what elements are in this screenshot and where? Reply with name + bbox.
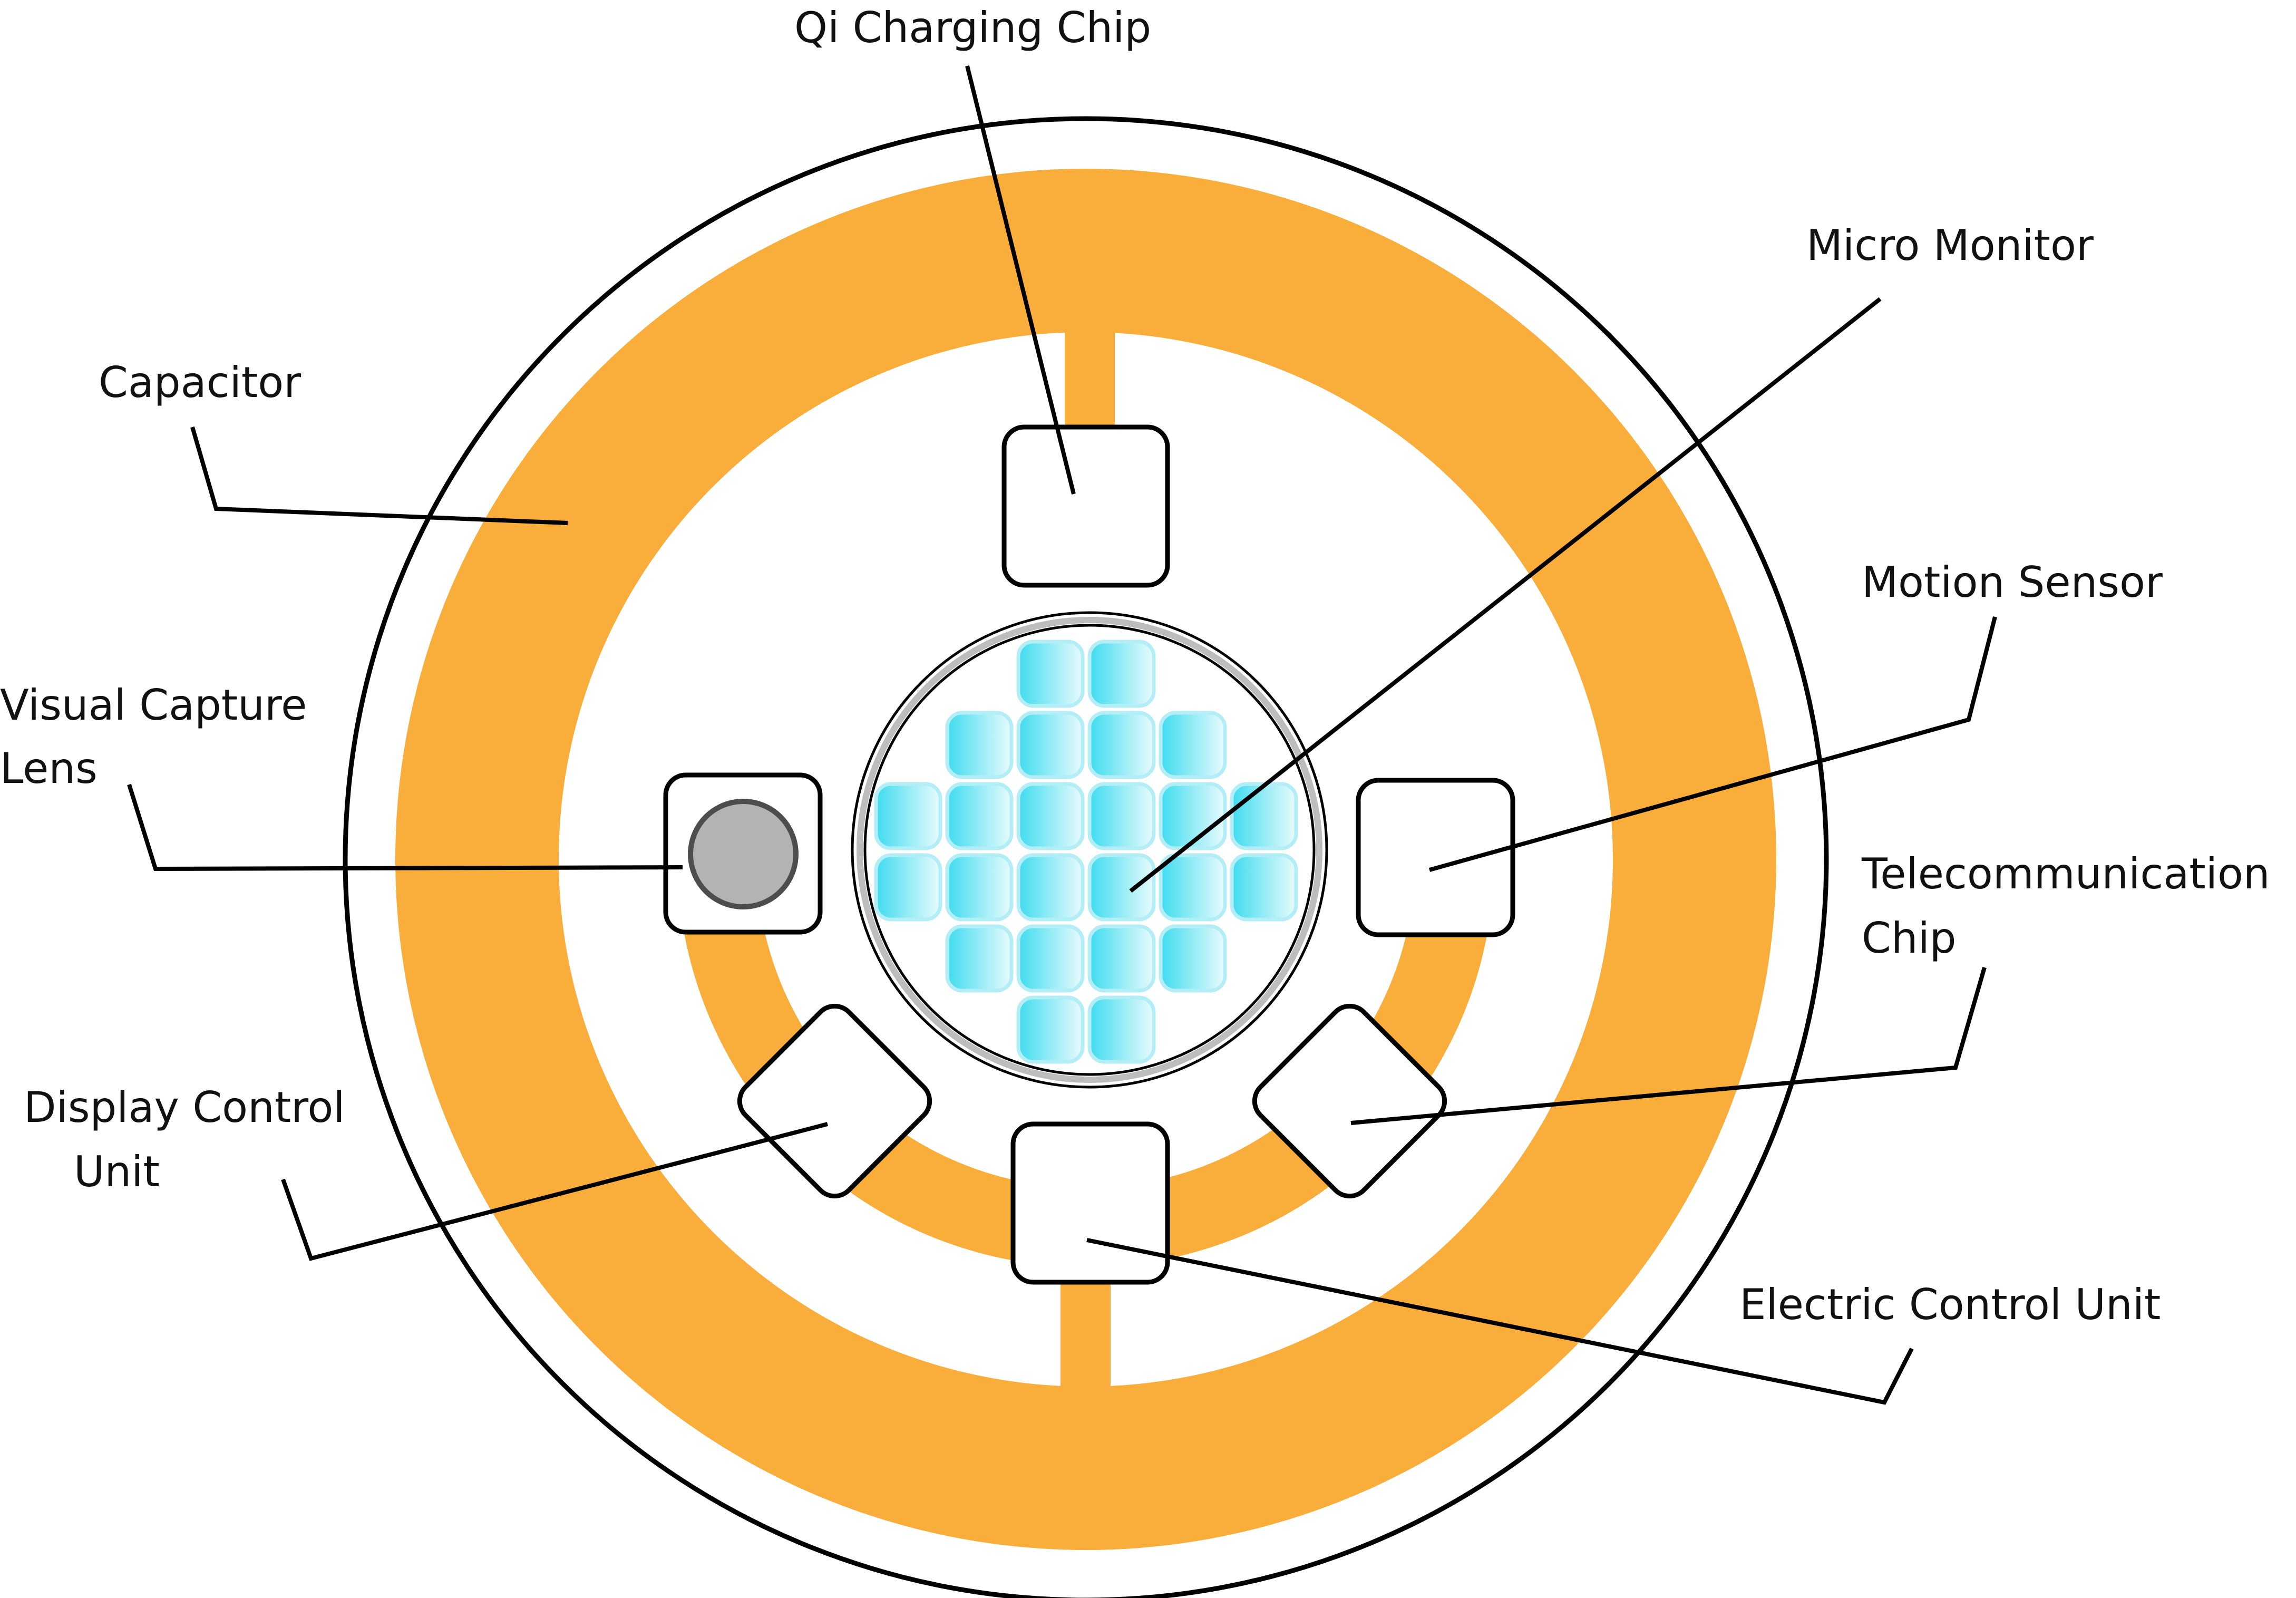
monitor-pixel-cell — [1016, 711, 1085, 779]
telecommunication-chip-label-line-1: Telecommunication — [1861, 849, 2270, 898]
visual-capture-lens-leader — [127, 783, 683, 871]
monitor-pixel-cell — [1087, 924, 1156, 993]
micro-monitor — [851, 611, 1328, 1089]
micro-monitor-label: Micro Monitor — [1806, 221, 2094, 270]
monitor-pixel-cell — [1016, 853, 1085, 922]
electric-control-unit-box — [1010, 1121, 1170, 1285]
monitor-pixel-cell — [1159, 782, 1227, 850]
monitor-pixel-cell — [945, 711, 1014, 779]
monitor-pixel-cell — [1087, 782, 1156, 850]
top-connector — [1065, 330, 1115, 435]
telecommunication-chip-box — [1252, 1003, 1447, 1199]
monitor-pixel-cell — [1230, 782, 1298, 850]
monitor-pixel-cell — [1159, 924, 1227, 993]
monitor-pixel-cell — [1087, 995, 1156, 1064]
qi-charging-chip-leader — [965, 65, 1076, 495]
display-control-unit-box — [737, 1003, 932, 1199]
micro-monitor-rim-inner — [857, 617, 1322, 1083]
display-control-unit-label-line-1: Display Control — [24, 1083, 345, 1132]
visual-capture-lens-label-line-1: Visual Capture — [0, 681, 307, 730]
monitor-pixel-cell — [874, 853, 942, 922]
motion-sensor-box — [1356, 778, 1515, 937]
motion-sensor-leader — [1428, 616, 1997, 872]
visual-capture-lens-icon — [688, 799, 799, 909]
display-control-unit-label-line-2: Unit — [74, 1147, 160, 1196]
capacitor-leader — [190, 426, 568, 525]
display-control-unit-leader — [281, 1122, 829, 1261]
monitor-pixel-cell — [1159, 853, 1227, 922]
monitor-pixel-cell — [945, 782, 1014, 850]
bottom-connector — [1061, 1276, 1111, 1392]
micro-monitor-leader — [1129, 297, 1882, 893]
monitor-pixel-cell — [1016, 640, 1085, 708]
electric-control-unit-label: Electric Control Unit — [1739, 1280, 2161, 1329]
motion-sensor-label: Motion Sensor — [1862, 558, 2163, 607]
micro-monitor-pixel-grid — [874, 640, 1298, 1064]
qi-charging-chip-box — [1001, 424, 1170, 588]
telecommunication-chip-leader — [1350, 966, 1987, 1125]
monitor-pixel-cell — [945, 853, 1014, 922]
monitor-pixel-cell — [945, 924, 1014, 993]
qi-charging-chip-label: Qi Charging Chip — [794, 3, 1151, 52]
monitor-pixel-cell — [1087, 711, 1156, 779]
telecommunication-chip-label-line-2: Chip — [1862, 914, 1957, 963]
monitor-pixel-cell — [1016, 782, 1085, 850]
capacitor-label: Capacitor — [99, 358, 301, 407]
monitor-pixel-cell — [1230, 853, 1298, 922]
monitor-pixel-cell — [1087, 640, 1156, 708]
monitor-pixel-cell — [1016, 995, 1085, 1064]
electric-control-unit-leader — [1086, 1238, 1914, 1405]
monitor-pixel-cell — [1159, 711, 1227, 779]
visual-capture-lens-label-line-2: Lens — [0, 744, 98, 793]
monitor-pixel-cell — [1016, 924, 1085, 993]
capacitor-ring — [395, 169, 1776, 1550]
monitor-pixel-cell — [1087, 853, 1156, 922]
monitor-pixel-cell — [874, 782, 942, 850]
